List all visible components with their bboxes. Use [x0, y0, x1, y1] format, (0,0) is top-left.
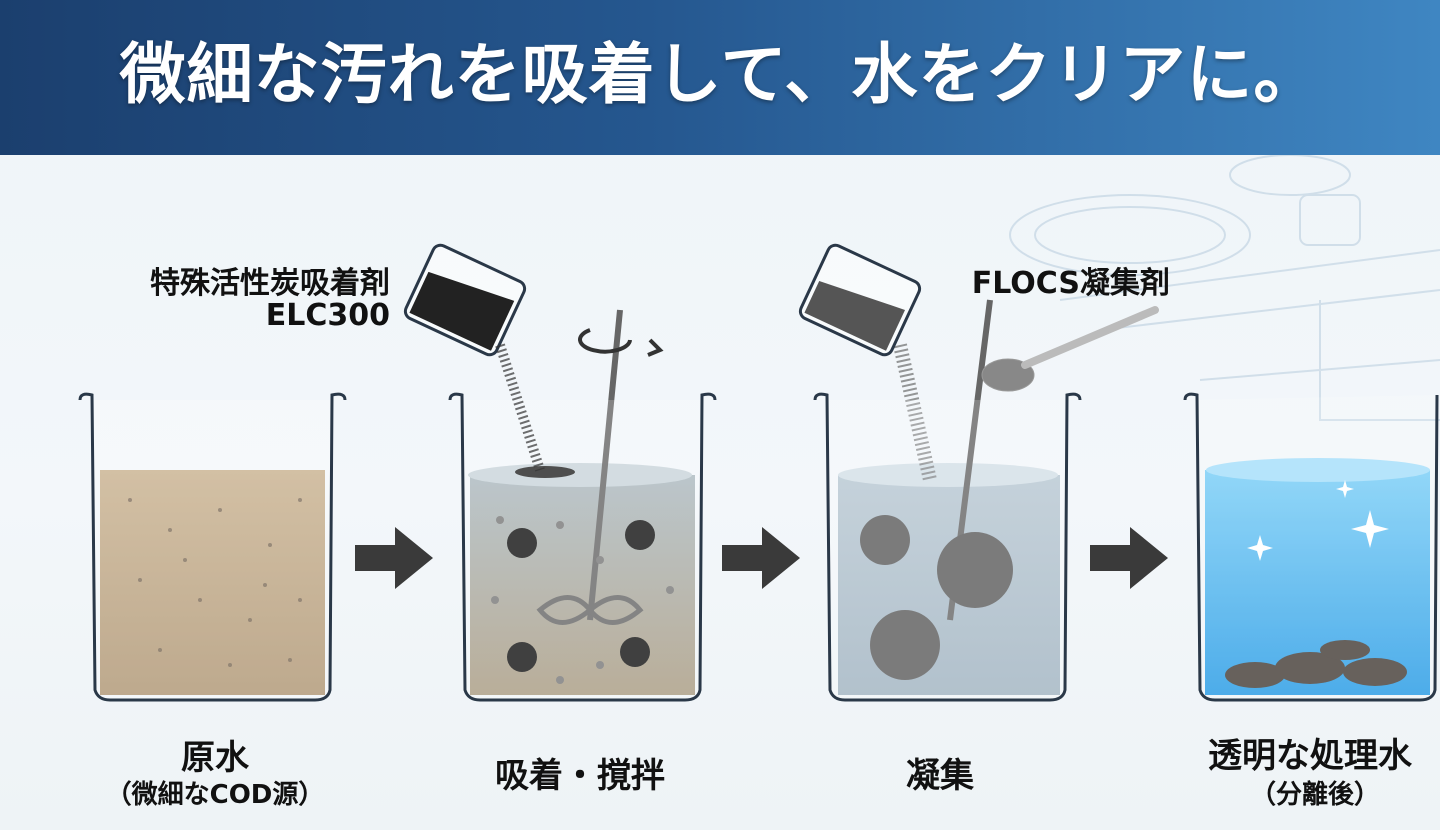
beaker-raw-water — [78, 392, 347, 702]
beaker-clear-water — [1183, 392, 1439, 702]
page-title: 微細な汚れを吸着して、水をクリアに。 — [119, 36, 1321, 113]
step-sub-clear-water: （分離後） — [1249, 780, 1380, 810]
adsorbent-code-label: ELC300 — [265, 298, 390, 333]
plant-background-art — [1009, 155, 1440, 421]
step-label-adsorption: 吸着・撹拌 — [495, 756, 665, 796]
step-label-clear-water: 透明な処理水 — [1208, 736, 1412, 776]
arrow-right-icon — [722, 527, 800, 589]
step-sub-raw-water: （微細なCOD源） — [105, 780, 325, 810]
arrow-right-icon — [355, 527, 433, 589]
spoon-icon — [981, 306, 1159, 392]
step-label-coagulation: 凝集 — [906, 756, 974, 796]
arrow-right-icon — [1090, 527, 1168, 589]
rotation-icon — [578, 328, 664, 357]
coagulant-label: FLOCS凝集剤 — [971, 266, 1170, 301]
header-banner — [0, 0, 1440, 155]
step-label-raw-water: 原水 — [181, 738, 249, 778]
beaker-coagulation — [798, 243, 1159, 702]
beaker-adsorption — [403, 243, 717, 702]
sparkle-icon — [1247, 480, 1389, 561]
pouring-cup-coagulant — [798, 243, 922, 357]
process-illustration — [78, 155, 1440, 702]
adsorbent-name-label: 特殊活性炭吸着剤 — [150, 266, 390, 301]
pouring-cup-adsorbent — [403, 243, 527, 357]
